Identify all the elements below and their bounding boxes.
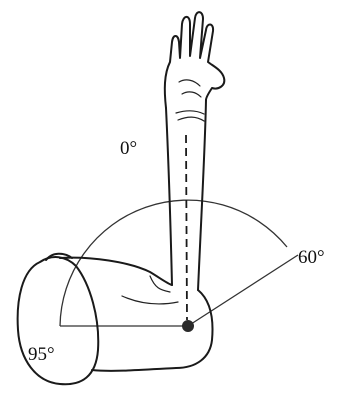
forearm-axis-dashed bbox=[186, 135, 187, 320]
angle-label-60: 60° bbox=[298, 247, 325, 268]
angle-label-0: 0° bbox=[120, 138, 137, 159]
hand bbox=[165, 12, 225, 108]
elbow-pivot bbox=[182, 320, 194, 332]
angle-label-95: 95° bbox=[28, 344, 55, 365]
reference-ray-60 bbox=[188, 255, 298, 326]
